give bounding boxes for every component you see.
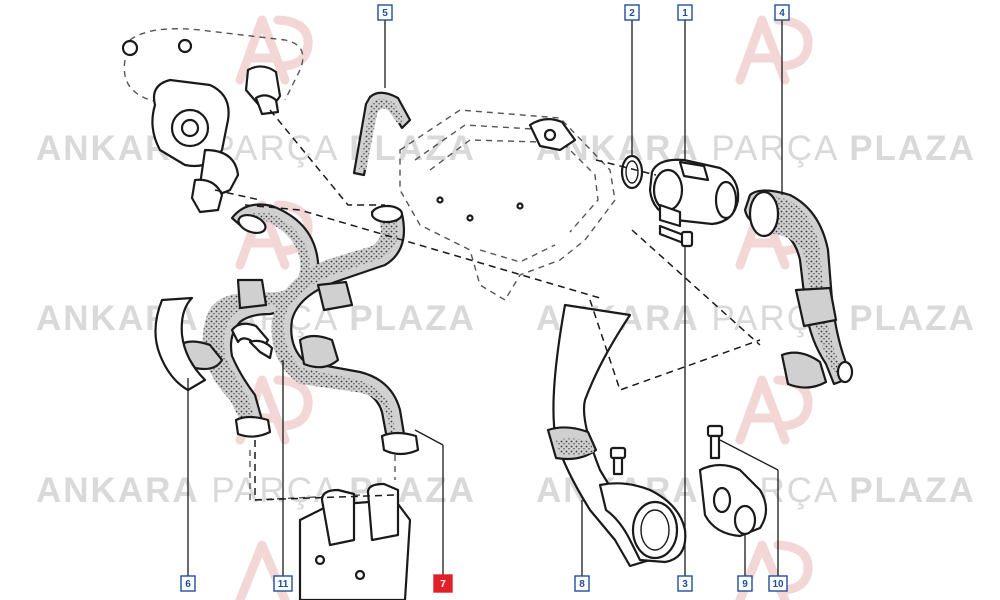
intake-manifold-outline xyxy=(249,450,412,600)
callout-6[interactable]: 6 xyxy=(180,575,196,592)
bolt-3 xyxy=(658,224,694,248)
assembly-dashed-lines xyxy=(214,109,761,501)
svg-text:2: 2 xyxy=(629,8,635,19)
hose-6 xyxy=(154,203,320,438)
svg-text:5: 5 xyxy=(382,8,388,19)
pipe-8-bolt xyxy=(609,446,627,476)
callout-5[interactable]: 5 xyxy=(377,4,393,21)
callout-11[interactable]: 11 xyxy=(273,575,293,592)
callout-2[interactable]: 2 xyxy=(624,4,640,21)
watermark-logo xyxy=(235,15,313,85)
svg-text:6: 6 xyxy=(185,579,191,590)
bracket-9 xyxy=(698,463,768,538)
svg-text:9: 9 xyxy=(742,579,748,590)
gasket-2 xyxy=(620,154,644,190)
svg-text:11: 11 xyxy=(278,579,289,590)
svg-text:10: 10 xyxy=(772,579,784,590)
callout-10[interactable]: 10 xyxy=(768,575,788,592)
pipe-8 xyxy=(546,303,687,568)
callout-4[interactable]: 4 xyxy=(774,4,790,21)
callout-8[interactable]: 8 xyxy=(574,575,590,592)
hose-7 xyxy=(271,204,420,456)
svg-text:3: 3 xyxy=(682,579,688,590)
watermark-text: ANKARA PARÇA PLAZA xyxy=(36,471,476,510)
callout-3[interactable]: 3 xyxy=(677,575,693,592)
hose-4 xyxy=(743,189,854,389)
svg-text:4: 4 xyxy=(779,8,785,19)
callout-9[interactable]: 9 xyxy=(737,575,753,592)
watermark-logo xyxy=(735,375,813,445)
svg-text:8: 8 xyxy=(579,579,585,590)
watermark-logo xyxy=(735,15,813,85)
svg-text:1: 1 xyxy=(682,8,688,19)
clamp-11 xyxy=(230,322,274,360)
callout-1[interactable]: 1 xyxy=(677,4,693,21)
air-flow-meter-1 xyxy=(648,158,740,228)
leader-lines xyxy=(187,20,783,576)
watermark-text: ANKARA PARÇA PLAZA xyxy=(36,129,476,168)
callout-7[interactable]: 7 xyxy=(433,574,453,593)
bolt-10 xyxy=(706,424,724,460)
intercooler-outline xyxy=(399,109,616,301)
turbocharger-outline xyxy=(121,28,304,214)
svg-text:7: 7 xyxy=(440,579,446,590)
hose-5 xyxy=(352,91,412,177)
